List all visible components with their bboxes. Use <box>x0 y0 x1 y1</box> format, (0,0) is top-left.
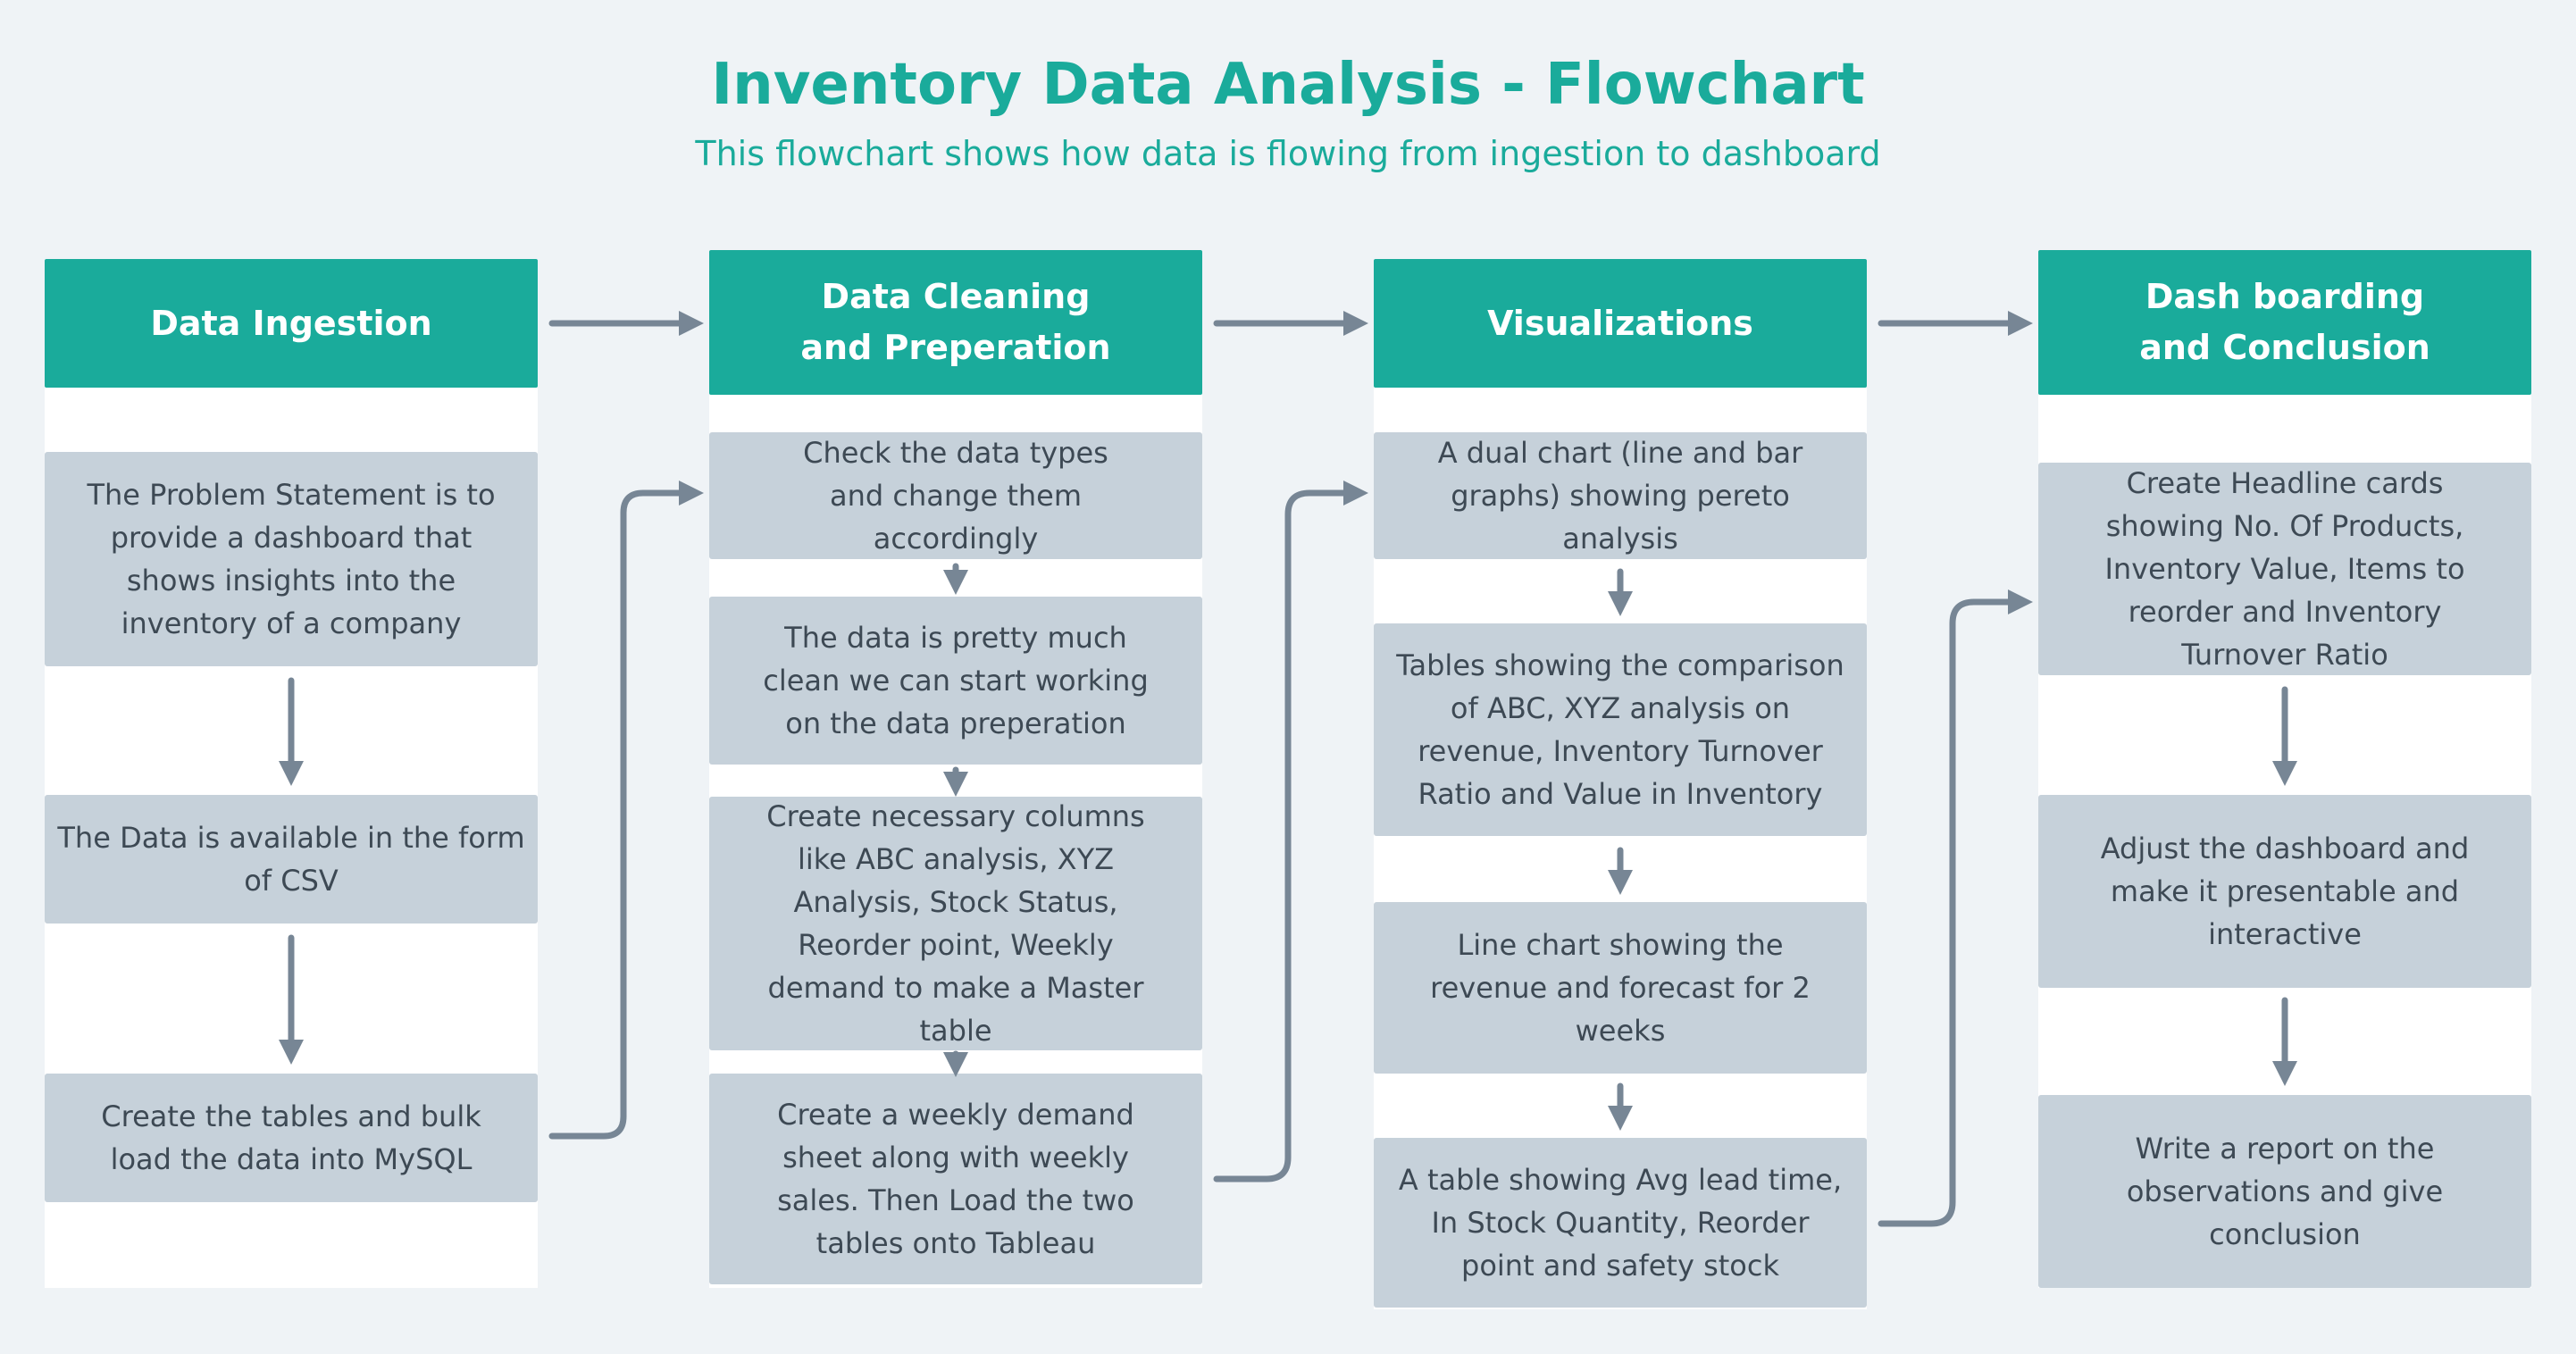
step-ingestion-csv: The Data is available in the form of CSV <box>45 795 538 924</box>
step-viz-tables-comparison: Tables showing the comparison of ABC, XY… <box>1374 623 1867 836</box>
step-cleaning-weekly-demand: Create a weekly demand sheet along with … <box>709 1074 1202 1284</box>
step-ingestion-mysql: Create the tables and bulk load the data… <box>45 1074 538 1202</box>
arrow-cleaning-to-viz <box>1213 481 1368 1183</box>
diagram-subtitle: This flowchart shows how data is flowing… <box>695 134 1881 173</box>
header-data-cleaning: Data Cleaning and Preperation <box>709 250 1202 395</box>
step-dash-adjust: Adjust the dashboard and make it present… <box>2038 795 2531 988</box>
step-viz-lead-time-table: A table showing Avg lead time, In Stock … <box>1374 1138 1867 1308</box>
step-viz-dual-chart: A dual chart (line and bar graphs) showi… <box>1374 432 1867 559</box>
header-dashboarding: Dash boarding and Conclusion <box>2038 250 2531 395</box>
step-viz-line-chart: Line chart showing the revenue and forec… <box>1374 902 1867 1074</box>
step-cleaning-columns: Create necessary columns like ABC analys… <box>709 797 1202 1050</box>
step-ingestion-problem-statement: The Problem Statement is to provide a da… <box>45 452 538 666</box>
arrow-ingestion-to-cleaning <box>548 481 704 1140</box>
diagram-title: Inventory Data Analysis - Flowchart <box>711 52 1865 118</box>
header-data-ingestion: Data Ingestion <box>45 259 538 388</box>
step-dash-report: Write a report on the observations and g… <box>2038 1095 2531 1288</box>
arrow-viz-to-dash <box>1878 589 2033 1227</box>
step-cleaning-data-clean: The data is pretty much clean we can sta… <box>709 597 1202 765</box>
step-cleaning-data-types: Check the data types and change them acc… <box>709 432 1202 559</box>
header-visualizations: Visualizations <box>1374 259 1867 388</box>
step-dash-headline-cards: Create Headline cards showing No. Of Pro… <box>2038 463 2531 675</box>
